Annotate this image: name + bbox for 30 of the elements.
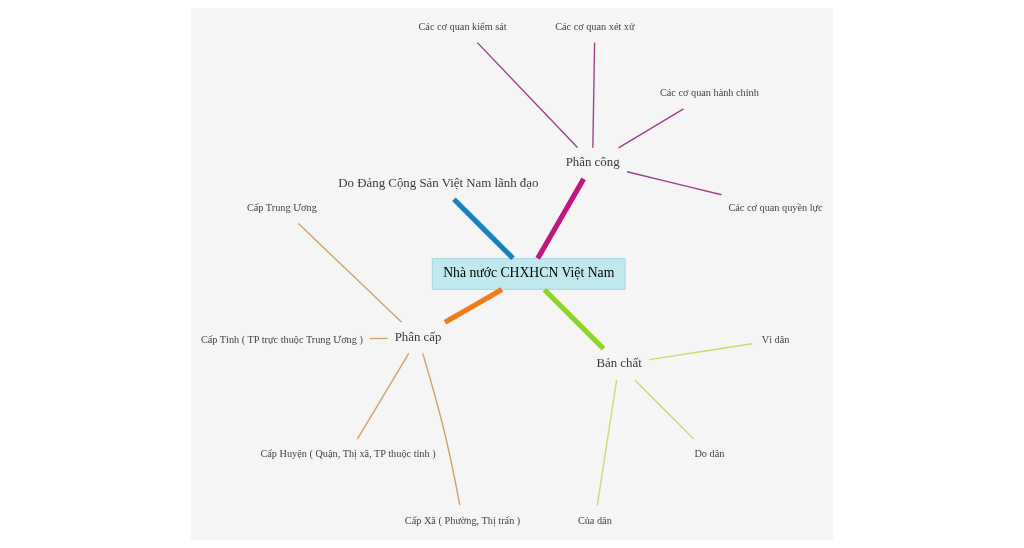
node-text: Các cơ quan hành chính [659,86,759,98]
connector [443,287,504,325]
connector [476,41,579,149]
connector [535,177,586,260]
connector [422,352,461,506]
connector [596,379,618,506]
connector [452,197,515,261]
connector [626,171,723,196]
node-text: Do Đảng Cộng Sản Việt Nam lãnh đạo [338,175,539,190]
node-box: Nhà nước CHXHCN Việt Nam [431,258,626,290]
connector [542,287,606,351]
node-text: Của dân [577,514,612,526]
node-text: Cấp Xã ( Phường, Thị trấn ) [404,514,521,526]
node-text: Phân công [565,155,620,170]
node-text: Các cơ quan quyền lực [728,201,823,213]
node-text: Do dân [694,448,725,460]
node-text: Bản chất [596,356,642,371]
node-text: Vì dân [761,333,790,345]
node-text: Các cơ quan kiểm sát [418,20,507,32]
node-text: Cấp Trung Ương [246,201,317,213]
connector [356,352,410,440]
connector [617,108,685,149]
node-text: Phân cấp [394,329,442,344]
connector [592,41,596,149]
connector [297,222,403,323]
node-text: Cấp Huyện ( Quận, Thị xã, TP thuộc tỉnh ) [260,448,436,460]
connector [648,343,754,361]
node-text: Cấp Tỉnh ( TP trực thuộc Trung Ương ) [200,333,363,345]
connector [634,379,695,440]
node-text: Các cơ quan xét xử [555,20,635,32]
